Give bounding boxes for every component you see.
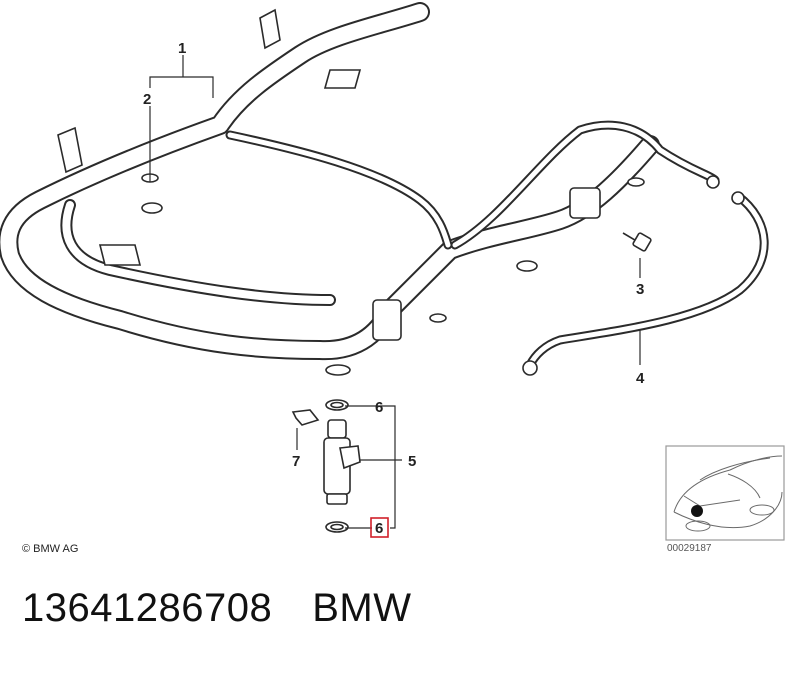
callout-2: 2 [143,91,151,108]
callout-3: 3 [636,281,644,298]
part-number: 13641286708 [22,586,273,630]
callout-4: 4 [636,370,645,387]
callout-7: 7 [292,453,300,470]
callout-6-top: 6 [375,399,383,416]
copyright-text: © BMW AG [22,543,78,555]
callout-6-bottom: 6 [375,520,383,537]
highlight-box [370,517,389,538]
leader-lines [149,55,641,529]
bolt-part [622,232,652,252]
rail-brackets [57,8,745,376]
footer-caption: 13641286708 BMW [22,586,451,631]
callout-5: 5 [408,453,416,470]
reference-number: 00029187 [667,543,712,554]
fuel-rail-assembly [0,2,769,370]
callout-1: 1 [178,40,186,57]
brand-name: BMW [312,586,412,630]
injector-part [291,399,361,533]
location-thumbnail: 00029187 [665,445,785,554]
